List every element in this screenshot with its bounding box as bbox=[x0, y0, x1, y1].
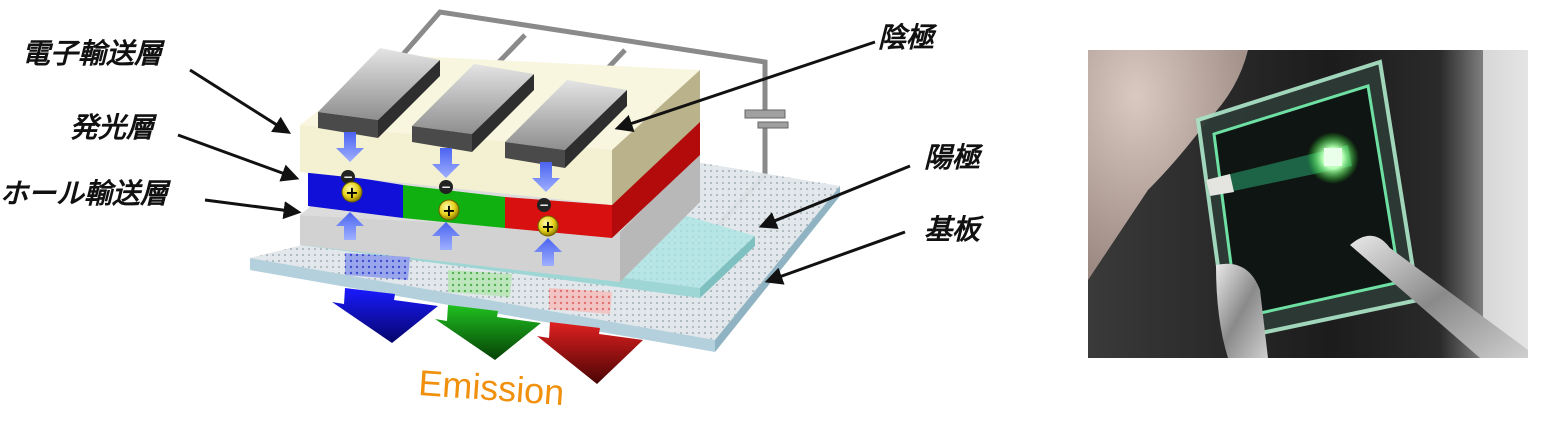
hole-3: + bbox=[537, 215, 559, 237]
electron-1-sign: − bbox=[343, 170, 353, 184]
label-anode: 陽極 bbox=[924, 141, 981, 174]
hole-1: + bbox=[341, 181, 363, 203]
battery-symbol bbox=[744, 109, 789, 129]
label-cathode: 陰極 bbox=[878, 21, 935, 54]
hole-1-sign: + bbox=[345, 183, 358, 202]
glowing-pixel bbox=[1307, 132, 1359, 184]
emission-spots bbox=[345, 253, 612, 314]
oled-structure-diagram: − + − + − + bbox=[177, 9, 911, 384]
left-probe bbox=[1216, 263, 1268, 358]
electron-3-sign: − bbox=[539, 198, 549, 212]
cathode-pads bbox=[318, 48, 627, 168]
label-pointers bbox=[177, 40, 911, 285]
electron-3: − bbox=[537, 198, 551, 212]
emission-layer bbox=[308, 120, 700, 238]
cathode-pad-1 bbox=[318, 48, 440, 138]
hole-arrow-3 bbox=[534, 238, 562, 266]
blue-emission-arrow bbox=[332, 288, 438, 343]
electron-2-sign: − bbox=[441, 180, 451, 194]
hole-arrow-1 bbox=[336, 212, 364, 240]
hole-3-sign: + bbox=[541, 217, 554, 236]
carrier-flow: − + − + − + bbox=[336, 132, 562, 266]
hole-2-sign: + bbox=[442, 201, 455, 220]
label-emission-layer: 発光層 bbox=[70, 111, 155, 144]
electron-arrow-2 bbox=[432, 148, 460, 178]
label-hole-transport-layer: ホール輸送層 bbox=[0, 177, 169, 210]
emission-arrows bbox=[332, 288, 643, 384]
hole-2: + bbox=[438, 199, 460, 221]
hole-arrow-2 bbox=[432, 222, 460, 250]
electron-arrow-1 bbox=[336, 132, 364, 162]
electron-2: − bbox=[439, 180, 453, 194]
electron-arrow-3 bbox=[532, 162, 560, 192]
cathode-pad-3 bbox=[505, 80, 627, 168]
finger bbox=[1088, 50, 1248, 280]
cathode-pad-2 bbox=[412, 64, 534, 152]
label-electron-transport-layer: 電子輸送層 bbox=[22, 37, 163, 70]
red-emission-arrow bbox=[537, 322, 643, 384]
green-emission-arrow bbox=[435, 305, 541, 360]
right-probe bbox=[1350, 235, 1528, 358]
device-photo bbox=[1088, 50, 1528, 358]
label-substrate: 基板 bbox=[924, 213, 981, 246]
electron-1: − bbox=[341, 170, 355, 184]
